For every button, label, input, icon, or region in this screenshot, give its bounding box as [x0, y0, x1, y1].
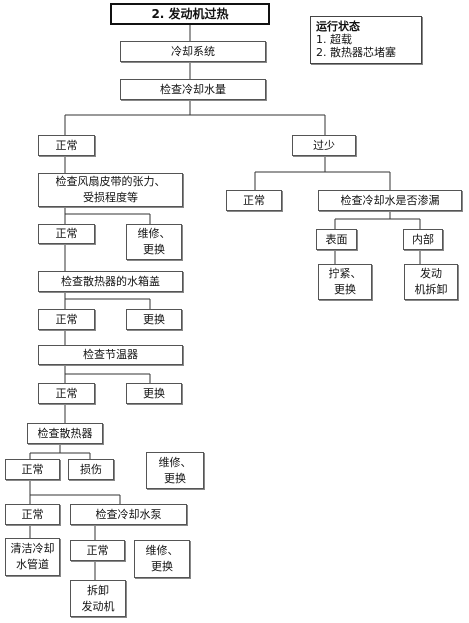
node-disassemble-engine-2: 拆卸 发动机	[70, 580, 126, 617]
node-normal-6: 正常	[5, 504, 60, 525]
node-surface: 表面	[316, 229, 357, 250]
node-replace-1: 更换	[126, 309, 182, 330]
flowchart-title: 2. 发动机过热	[110, 3, 270, 25]
node-too-little: 过少	[292, 135, 356, 156]
node-tighten-replace: 拧紧、 更换	[318, 264, 372, 300]
node-repair-replace-1: 维修、 更换	[126, 224, 182, 260]
node-normal-2: 正常	[38, 224, 95, 244]
node-cooling-system: 冷却系统	[120, 41, 266, 62]
node-repair-replace-2: 维修、 更换	[146, 452, 204, 489]
node-normal-right: 正常	[226, 190, 282, 211]
legend-heading: 运行状态	[316, 20, 360, 33]
node-replace-2: 更换	[126, 383, 182, 404]
node-repair-replace-3: 维修、 更换	[134, 540, 190, 578]
node-clean-pipes: 清洁冷却 水管道	[5, 538, 60, 576]
node-check-thermostat: 检查节温器	[38, 345, 183, 365]
node-normal-7: 正常	[70, 540, 125, 561]
node-check-fan-belt: 检查风扇皮带的张力、 受损程度等	[38, 173, 183, 207]
node-normal-3: 正常	[38, 309, 95, 330]
node-disassemble-engine-1: 发动 机拆卸	[404, 264, 458, 300]
node-normal-4: 正常	[38, 383, 95, 404]
node-check-pump: 检查冷却水泵	[70, 504, 187, 525]
node-damage: 损伤	[68, 459, 114, 480]
node-check-radiator: 检查散热器	[27, 423, 103, 444]
node-internal: 内部	[403, 229, 443, 250]
node-normal-1: 正常	[38, 135, 95, 156]
node-check-coolant-amount: 检查冷却水量	[120, 79, 266, 100]
node-normal-5: 正常	[5, 459, 60, 480]
legend-item-radiator-core-clogged: 2. 散热器芯堵塞	[316, 46, 396, 59]
node-check-leak: 检查冷却水是否渗漏	[318, 190, 462, 211]
legend-item-overload: 1. 超载	[316, 33, 352, 46]
node-check-radiator-cap: 检查散热器的水箱盖	[38, 271, 183, 292]
operating-status-legend: 运行状态 1. 超载 2. 散热器芯堵塞	[310, 16, 422, 64]
